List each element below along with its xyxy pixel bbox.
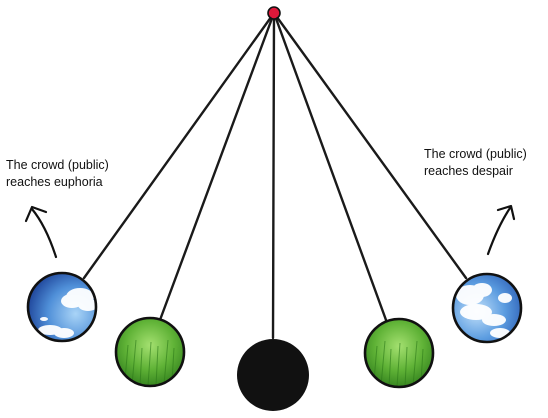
string-center [271, 11, 276, 340]
string-despair [272, 11, 468, 280]
pivot-point [267, 6, 281, 20]
despair-caption-line2: reaches despair [424, 164, 513, 178]
despair-sky-bob [451, 272, 523, 344]
pendulum-strings [82, 11, 468, 340]
euphoria-sky-bob [26, 271, 98, 343]
despair-arrow-icon [486, 204, 516, 256]
grass-bob-right [363, 317, 435, 389]
center-black-bob [237, 339, 309, 411]
euphoria-caption: The crowd (public) reaches euphoria [6, 157, 109, 191]
euphoria-caption-line2: reaches euphoria [6, 175, 103, 189]
euphoria-caption-line1: The crowd (public) [6, 158, 109, 172]
despair-caption-line1: The crowd (public) [424, 147, 527, 161]
despair-caption: The crowd (public) reaches despair [424, 146, 527, 180]
string-euphoria [82, 11, 276, 280]
string-grass-right [272, 11, 388, 322]
euphoria-arrow-icon [24, 205, 58, 259]
string-grass-left [158, 11, 276, 322]
grass-bob-left [114, 316, 186, 388]
